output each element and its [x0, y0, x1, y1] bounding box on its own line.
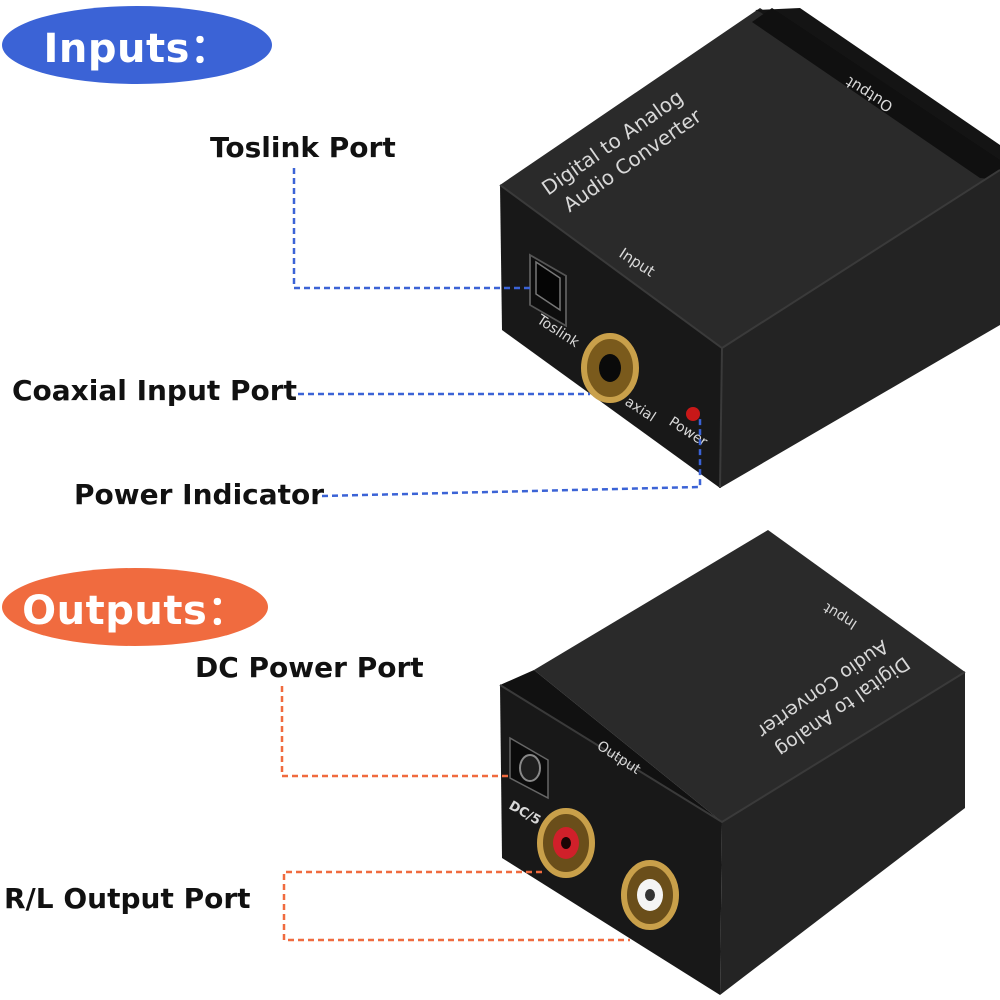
inputs-heading: Inputs： [2, 6, 272, 84]
power-indicator-leader-line [321, 418, 702, 498]
converter-device-top: Digital to Analog Audio Converter Input … [499, 8, 1000, 489]
converter-device-bottom: Digital to Analog Audio Converter Output… [499, 530, 966, 995]
rl-output-port-callout: R/L Output Port [4, 882, 251, 915]
toslink-leader-line [292, 168, 532, 290]
outputs-heading: Outputs： [2, 568, 268, 646]
coaxial-input-port-callout: Coaxial Input Port [12, 374, 297, 407]
power-indicator-callout: Power Indicator [74, 478, 325, 511]
toslink-socket-icon [529, 253, 567, 328]
dc-power-jack-icon [509, 736, 549, 800]
toslink-port-callout: Toslink Port [210, 131, 396, 164]
dc-power-leader-line [280, 686, 512, 778]
power-led-icon [686, 407, 700, 421]
coaxial-rca-jack-icon [581, 333, 639, 403]
right-rca-red-jack-icon [537, 808, 595, 878]
rl-output-leader-line [282, 870, 630, 942]
left-rca-white-jack-icon [621, 860, 679, 930]
dc-power-port-callout: DC Power Port [195, 651, 424, 684]
